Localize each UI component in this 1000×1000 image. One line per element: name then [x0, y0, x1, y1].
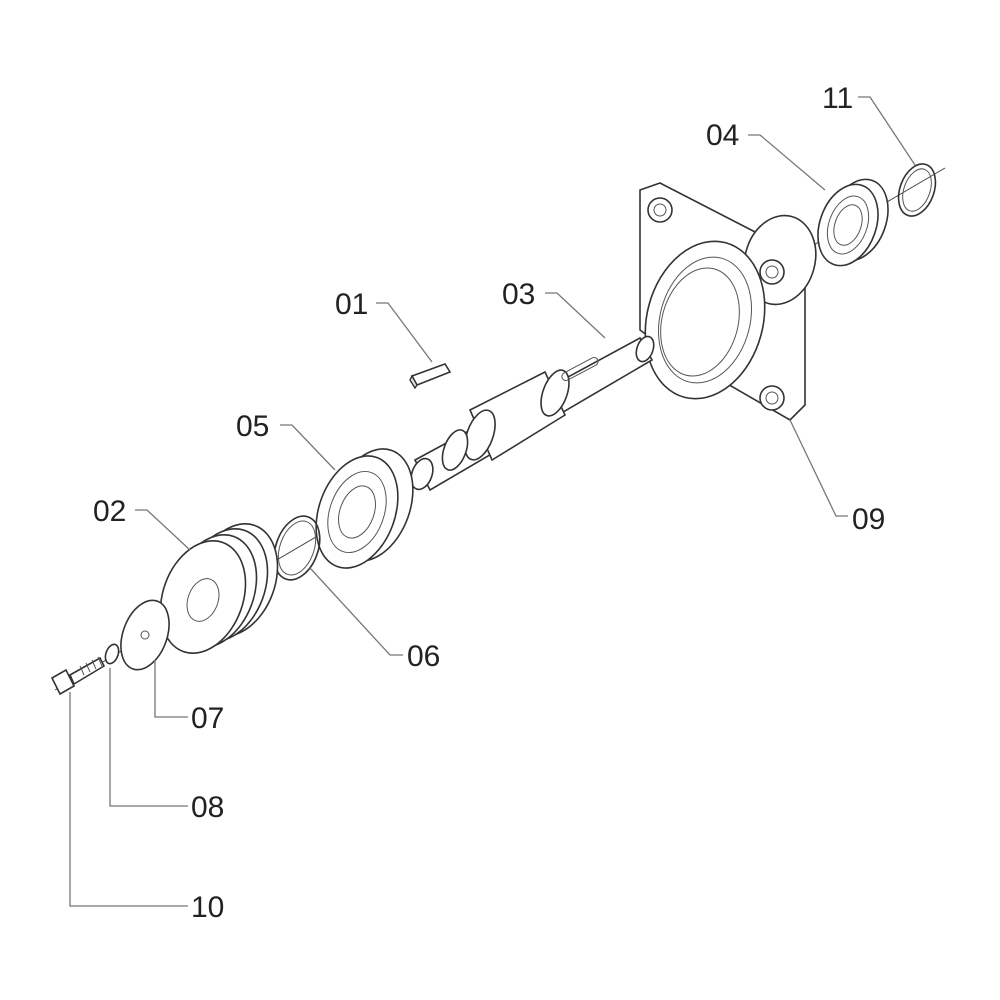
part-03-shaft[interactable]: [407, 334, 657, 492]
leader-09: [789, 419, 848, 517]
part-09-flange-housing[interactable]: [628, 182, 825, 421]
callout-02: 02: [93, 495, 126, 528]
leader-02: [135, 509, 191, 551]
leader-03: [545, 292, 606, 339]
callout-05: 05: [236, 410, 269, 443]
leader-06: [309, 567, 403, 656]
leader-05: [280, 424, 336, 471]
callout-07: 07: [191, 702, 224, 735]
callout-11: 11: [822, 82, 853, 115]
callout-01: 01: [335, 288, 368, 321]
part-06-circlip[interactable]: [266, 510, 328, 586]
part-10-bolt[interactable]: [50, 656, 106, 696]
leader-11: [858, 96, 916, 166]
callout-04: 04: [706, 119, 739, 152]
part-11-circlip[interactable]: [892, 159, 942, 221]
leader-04: [748, 134, 826, 191]
leader-07: [154, 660, 188, 718]
part-04-bearing[interactable]: [807, 171, 898, 274]
leader-01: [376, 302, 433, 363]
part-02-pulley[interactable]: [146, 512, 293, 665]
callout-08: 08: [191, 791, 224, 824]
part-07-washer[interactable]: [112, 594, 178, 677]
part-01-key[interactable]: [409, 363, 452, 390]
part-08-lock-washer[interactable]: [103, 643, 121, 666]
leader-08: [109, 668, 188, 807]
callout-09: 09: [852, 503, 885, 536]
part-05-bearing[interactable]: [301, 438, 427, 580]
callout-06: 06: [407, 640, 440, 673]
callout-10: 10: [191, 891, 224, 924]
leader-10: [69, 692, 188, 907]
callout-03: 03: [502, 278, 535, 311]
